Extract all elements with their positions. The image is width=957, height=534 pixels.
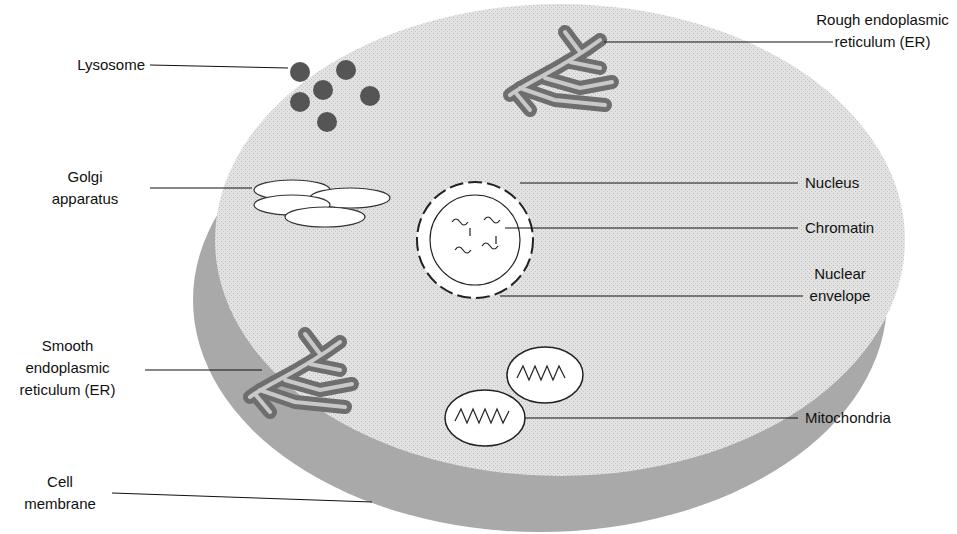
lysosome: [360, 86, 380, 106]
part-label: Lysosome: [10, 54, 145, 76]
part-label: Nucleus: [805, 172, 925, 194]
smooth-er: [250, 334, 352, 412]
nucleus: [430, 195, 520, 285]
rough-er: [510, 32, 612, 110]
part-label: Rough endoplasmic reticulum (ER): [815, 9, 950, 53]
chromatin: [452, 217, 500, 253]
golgi-apparatus: [254, 180, 390, 227]
leader-line: [604, 42, 833, 43]
lysosome: [290, 92, 310, 112]
chromatin-strand: [470, 228, 496, 244]
part-label: Chromatin: [805, 217, 925, 239]
part-label: Golgi apparatus: [40, 166, 130, 210]
mitochondria: [445, 347, 583, 446]
chromatin-strand: [452, 219, 468, 225]
lysosome: [336, 60, 356, 80]
leader-line: [520, 183, 798, 184]
leader-lines: [112, 42, 833, 502]
part-label: Mitochondria: [805, 407, 945, 429]
part-label: Cell membrane: [15, 471, 105, 515]
cristae: [517, 366, 565, 380]
mitochondrion: [445, 390, 525, 446]
lysosome: [290, 62, 310, 82]
cytoplasm: [215, 4, 905, 476]
golgi-cisterna: [285, 207, 365, 227]
lysosome: [317, 112, 337, 132]
lysosome: [313, 80, 333, 100]
mitochondrion: [507, 347, 583, 403]
leader-line: [500, 296, 803, 297]
leader-line: [145, 370, 262, 371]
leader-line: [525, 418, 798, 419]
lysosomes: [290, 60, 380, 132]
leader-line: [150, 188, 252, 189]
part-label: Nuclear envelope: [800, 263, 880, 307]
leader-line: [150, 65, 288, 68]
cristae: [455, 409, 509, 423]
leader-line: [505, 228, 798, 229]
nuclear-envelope: [417, 182, 533, 298]
part-label: Smooth endoplasmic reticulum (ER): [5, 335, 130, 401]
chromatin-strand: [484, 217, 500, 223]
chromatin-strand: [455, 247, 471, 253]
leader-line: [112, 493, 372, 502]
